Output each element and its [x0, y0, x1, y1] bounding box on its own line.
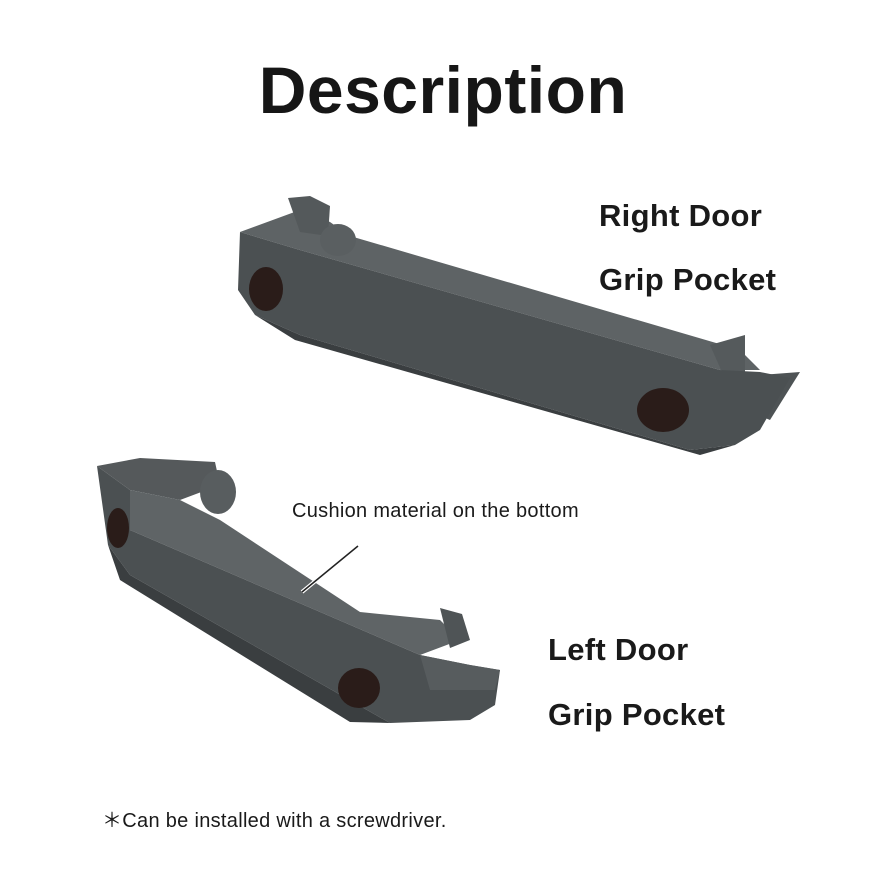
- footnote: ＊Can be installed with a screwdriver.: [102, 810, 447, 832]
- page-title: Description: [258, 53, 628, 127]
- left-part-label-line2: Grip Pocket: [548, 697, 726, 732]
- right-part-label-line2: Grip Pocket: [599, 262, 777, 297]
- cushion-annotation: Cushion material on the bottom: [292, 500, 579, 522]
- right-part-label-line1: Right Door: [599, 198, 763, 233]
- left-part-label-line1: Left Door: [548, 632, 689, 667]
- annotation-leader-line: [301, 545, 359, 593]
